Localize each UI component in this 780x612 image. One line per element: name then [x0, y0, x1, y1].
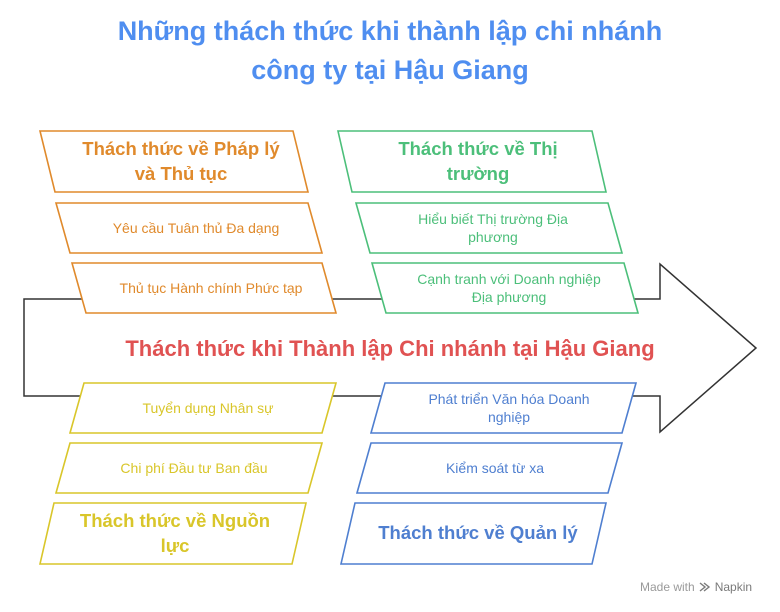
title-line-2: công ty tại Hậu Giang — [251, 55, 529, 85]
credit-brand: Napkin — [714, 580, 753, 594]
management-heading: Thách thức về Quản lý — [378, 522, 578, 544]
market-item-1-box — [354, 202, 624, 254]
diagram-title: Những thách thức khi thành lập chi nhánh… — [60, 12, 720, 90]
hr-item-1: Tuyển dụng Nhân sự — [142, 399, 274, 416]
management-item-1-box — [369, 382, 638, 434]
hr-heading-box — [38, 502, 308, 565]
napkin-logo-icon — [699, 582, 710, 592]
management-heading-box — [339, 502, 608, 565]
hr-item-1-box — [68, 382, 338, 434]
hr-item-2-box — [54, 442, 324, 494]
napkin-credit[interactable]: Made with Napkin — [640, 580, 770, 594]
management-item-2: Kiểm soát từ xa — [445, 459, 545, 476]
title-line-1: Những thách thức khi thành lập chi nhánh — [117, 16, 663, 46]
market-heading-box — [336, 130, 608, 193]
legal-item-1-box — [54, 202, 324, 254]
hr-item-2: Chi phí Đầu tư Ban đầu — [120, 459, 268, 476]
credit-prefix: Made with — [640, 580, 695, 594]
center-label: Thách thức khi Thành lập Chi nhánh tại H… — [125, 336, 655, 361]
legal-item-2: Thủ tục Hành chính Phức tạp — [119, 279, 303, 296]
legal-heading-box — [38, 130, 310, 193]
legal-item-2-box — [70, 262, 338, 314]
market-item-2-box — [370, 262, 640, 314]
legal-item-1: Yêu cầu Tuân thủ Đa dạng — [112, 219, 280, 236]
management-item-2-box — [355, 442, 624, 494]
